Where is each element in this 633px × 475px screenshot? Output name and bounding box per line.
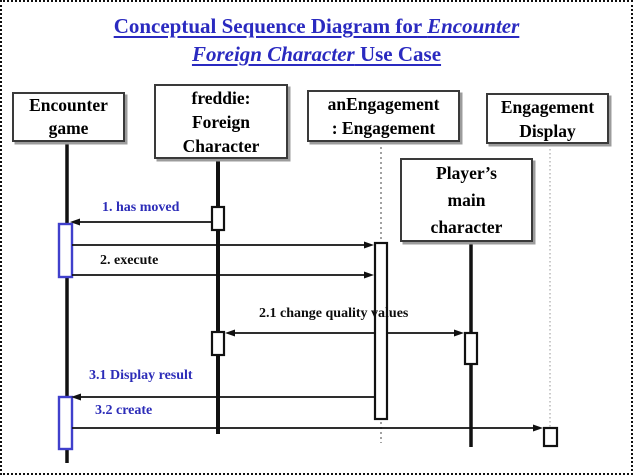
diagram-title: Conceptual Sequence Diagram for Encounte… bbox=[2, 12, 631, 68]
title-line2-regular: Use Case bbox=[354, 42, 442, 66]
object-box-engagement-display: Engagement Display bbox=[486, 93, 609, 144]
title-line-2: Foreign Character Use Case bbox=[2, 40, 631, 68]
arrow-execute-top bbox=[72, 241, 374, 249]
object-box-encounter-game: Encounter game bbox=[12, 92, 125, 142]
object-label-line: Foreign bbox=[191, 111, 250, 132]
activation-encounter-game-1 bbox=[57, 222, 74, 279]
arrow-create bbox=[72, 424, 543, 432]
object-box-freddie-foreign-character: freddie: Foreign Character bbox=[154, 84, 288, 159]
activation-engagement-display bbox=[542, 426, 559, 448]
object-box-players-main-character: Player’s main character bbox=[400, 158, 533, 242]
message-label-create: 3.2 create bbox=[95, 403, 153, 418]
activation-players-main-character bbox=[463, 331, 479, 366]
message-label-display-result: 3.1 Display result bbox=[89, 368, 193, 383]
object-label-line: Display bbox=[519, 120, 576, 141]
object-label-line: freddie: bbox=[191, 87, 251, 108]
message-label-execute: 2. execute bbox=[100, 253, 159, 268]
activation-freddie-2 bbox=[210, 330, 226, 357]
title-line1-regular: Conceptual Sequence Diagram for bbox=[113, 14, 428, 38]
message-label-change-quality: 2.1 change quality values bbox=[259, 306, 409, 321]
object-box-an-engagement: anEngagement : Engagement bbox=[307, 90, 460, 142]
object-label-line: Engagement bbox=[500, 96, 595, 117]
arrow-change-quality-right bbox=[387, 329, 464, 337]
object-label-line: main bbox=[447, 189, 486, 210]
arrow-has-moved bbox=[70, 218, 212, 226]
activation-freddie-1 bbox=[210, 205, 226, 232]
arrow-display-result bbox=[71, 393, 375, 401]
object-label-line: Character bbox=[182, 135, 260, 156]
activation-encounter-game-2 bbox=[57, 395, 74, 451]
message-label-has-moved: 1. has moved bbox=[102, 200, 180, 215]
object-label-line: Encounter bbox=[29, 95, 108, 115]
object-label-line: anEngagement bbox=[327, 94, 440, 114]
title-line2-italic: Foreign Character bbox=[191, 42, 355, 66]
arrow-execute-bottom bbox=[72, 271, 374, 279]
object-label-line: character bbox=[430, 216, 503, 237]
title-line-1: Conceptual Sequence Diagram for Encounte… bbox=[2, 12, 631, 40]
arrow-change-quality-left bbox=[225, 329, 375, 337]
object-label-line: game bbox=[48, 118, 89, 138]
activation-an-engagement bbox=[373, 241, 389, 421]
object-label-line: Player’s bbox=[436, 162, 497, 183]
title-line1-italic: Encounter bbox=[427, 14, 520, 38]
object-label-line: : Engagement bbox=[331, 118, 436, 138]
